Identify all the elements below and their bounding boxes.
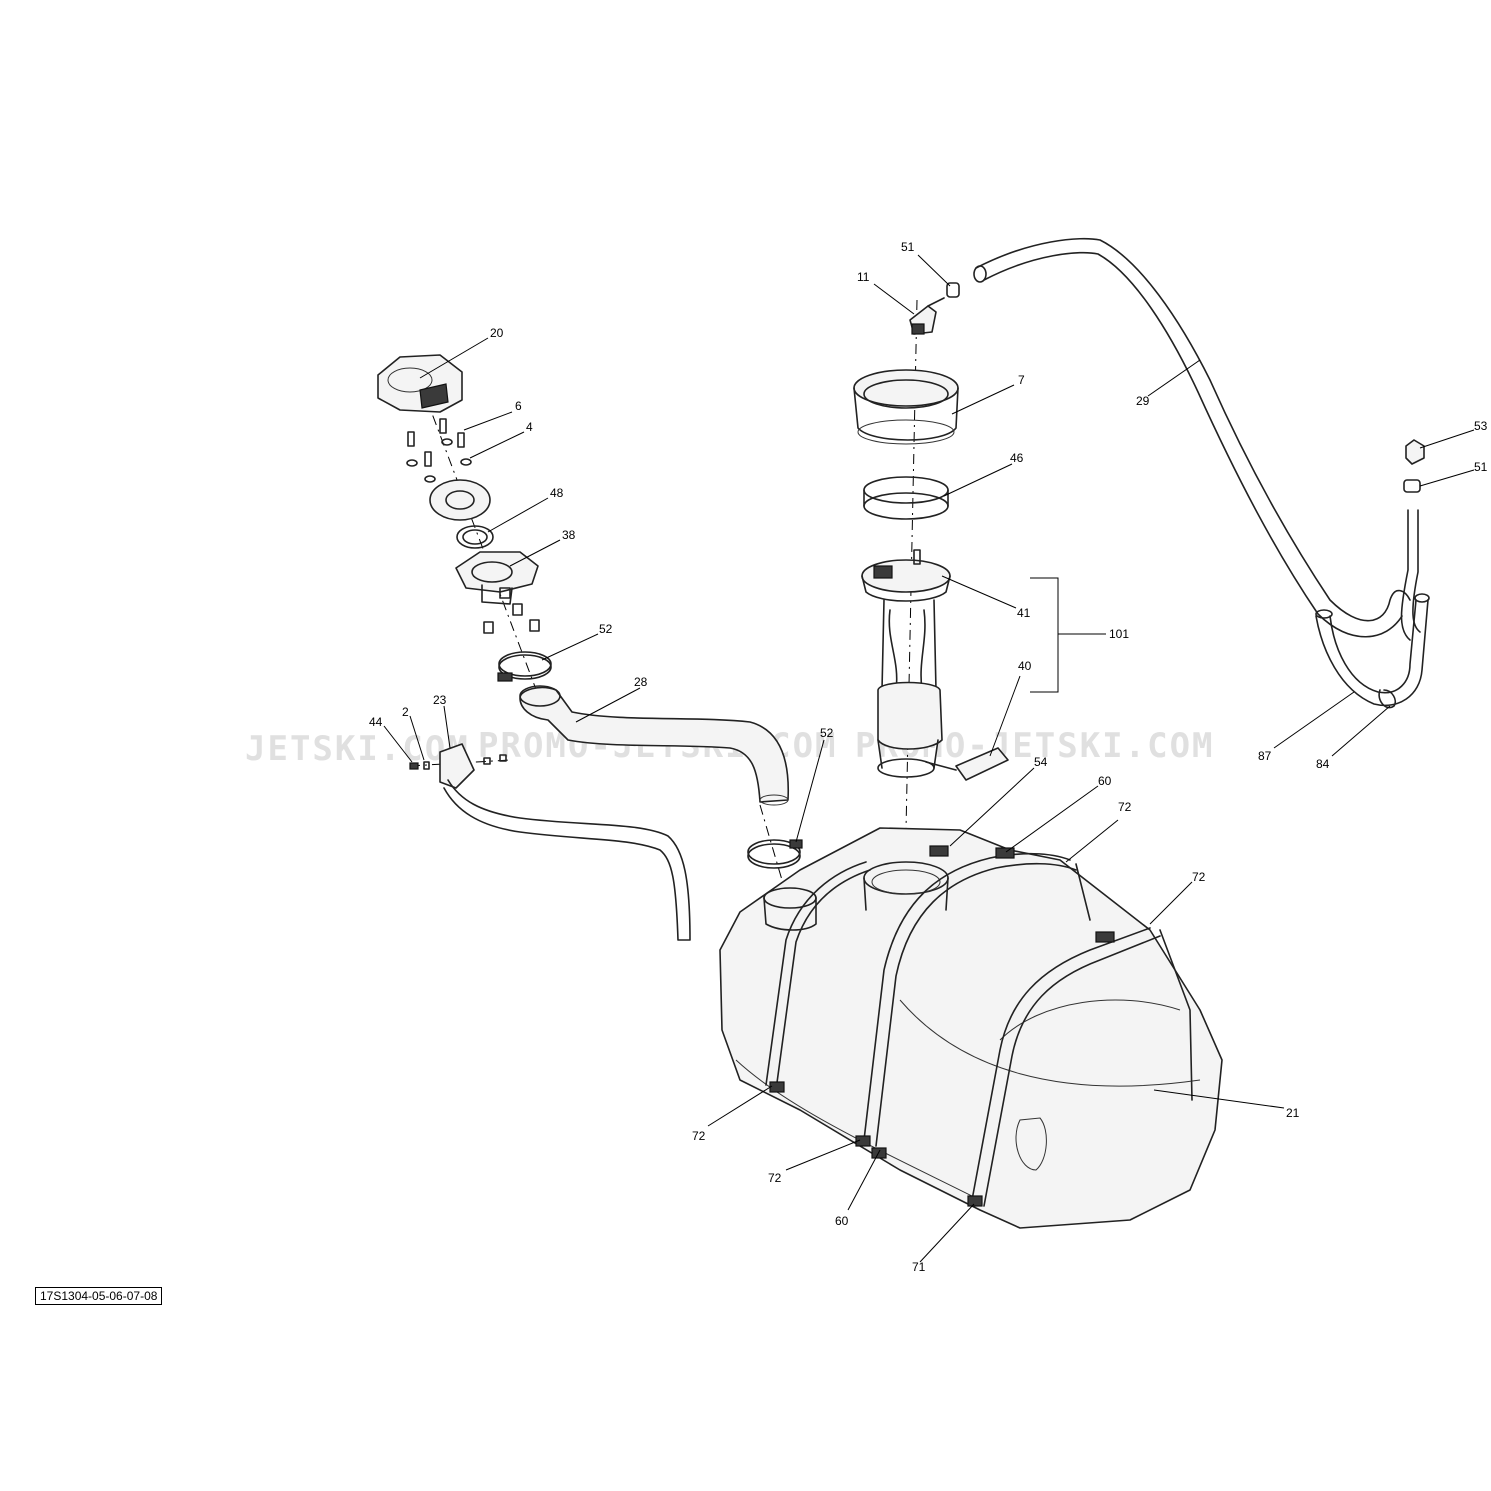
callout-46: 46 bbox=[1010, 451, 1024, 465]
right-hose-assembly bbox=[1315, 439, 1430, 709]
callout-87: 87 bbox=[1258, 749, 1272, 763]
callout-44: 44 bbox=[369, 715, 383, 729]
callout-101: 101 bbox=[1109, 627, 1129, 641]
watermark-segment-1: JETSKI.COM bbox=[245, 729, 470, 769]
pump-seal-part bbox=[863, 476, 949, 520]
leader-lines bbox=[383, 254, 1475, 1263]
callout-6: 6 bbox=[515, 399, 522, 413]
long-hose-part bbox=[973, 237, 1411, 638]
callout-52-upper: 52 bbox=[599, 622, 613, 636]
fuel-tank-part bbox=[719, 827, 1223, 1229]
callout-60-bottom: 60 bbox=[835, 1214, 849, 1228]
top-fittings bbox=[909, 282, 960, 335]
callout-72-bottom: 72 bbox=[768, 1171, 782, 1185]
callout-48: 48 bbox=[550, 486, 564, 500]
callout-labels: 51 11 20 6 4 48 38 52 28 44 2 23 52 7 46… bbox=[369, 240, 1488, 1274]
callout-21: 21 bbox=[1286, 1106, 1300, 1120]
lock-ring-part bbox=[853, 369, 959, 445]
reference-code-label: 17S1304-05-06-07-08 bbox=[35, 1287, 163, 1305]
seal-ring-part bbox=[456, 525, 494, 549]
callout-72-left: 72 bbox=[692, 1129, 706, 1143]
screws-and-washers bbox=[406, 418, 472, 483]
callout-4: 4 bbox=[526, 420, 533, 434]
callout-2: 2 bbox=[402, 705, 409, 719]
callout-60-top: 60 bbox=[1098, 774, 1112, 788]
callout-40: 40 bbox=[1018, 659, 1032, 673]
callout-28: 28 bbox=[634, 675, 648, 689]
callout-52-lower: 52 bbox=[820, 726, 834, 740]
callout-54: 54 bbox=[1034, 755, 1048, 769]
tank-straps bbox=[765, 845, 1193, 1207]
callout-51-right: 51 bbox=[1474, 460, 1488, 474]
hose-clamp-lower bbox=[747, 839, 803, 869]
callout-72-right: 72 bbox=[1192, 870, 1206, 884]
vent-fitting-assembly bbox=[409, 743, 691, 941]
callout-38: 38 bbox=[562, 528, 576, 542]
bracket-101 bbox=[1030, 577, 1106, 693]
callout-84: 84 bbox=[1316, 757, 1330, 771]
fuel-pump-module-part bbox=[861, 549, 951, 778]
callout-72-top: 72 bbox=[1118, 800, 1132, 814]
hose-clamp-upper bbox=[497, 651, 552, 682]
callout-7: 7 bbox=[1018, 373, 1025, 387]
callout-11: 11 bbox=[857, 270, 870, 284]
callout-71: 71 bbox=[912, 1260, 926, 1274]
clamp-axis bbox=[759, 804, 783, 881]
callout-20: 20 bbox=[490, 326, 504, 340]
callout-23: 23 bbox=[433, 693, 447, 707]
gasket-plate-part bbox=[429, 479, 491, 521]
callout-53: 53 bbox=[1474, 419, 1488, 433]
filler-neck-flange-part bbox=[455, 551, 540, 634]
callout-41: 41 bbox=[1017, 606, 1031, 620]
callout-51-top: 51 bbox=[901, 240, 915, 254]
level-sensor-part bbox=[925, 747, 1009, 781]
cover-plate-part bbox=[377, 354, 463, 413]
callout-29: 29 bbox=[1136, 394, 1150, 408]
